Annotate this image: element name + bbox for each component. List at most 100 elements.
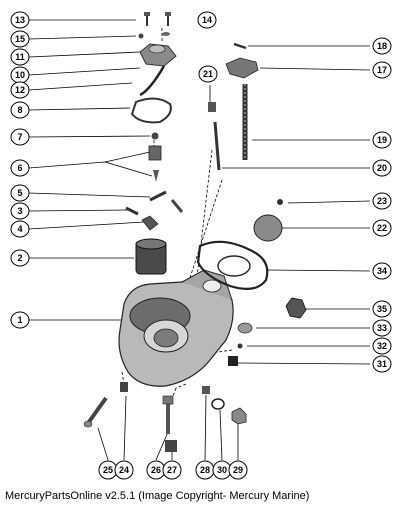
callout-20: 20 xyxy=(372,159,392,177)
callout-circle xyxy=(197,11,217,29)
callout-circle xyxy=(372,159,392,177)
callout-circle xyxy=(372,37,392,55)
callout-label: 13 xyxy=(15,15,25,25)
screw-13 xyxy=(144,12,150,26)
callout-label: 24 xyxy=(119,465,129,475)
callout-label: 31 xyxy=(377,359,387,369)
callout-label: 18 xyxy=(377,41,387,51)
callout-label: 35 xyxy=(377,304,387,314)
callout-28: 28 xyxy=(195,460,215,480)
callout-circle xyxy=(10,159,30,177)
callout-label: 23 xyxy=(377,196,387,206)
callout-13: 13 xyxy=(10,11,30,29)
callout-21: 21 xyxy=(198,65,218,83)
callout-label: 21 xyxy=(203,69,213,79)
copyright-notice: MercuryPartsOnline v2.5.1 (Image Copyrig… xyxy=(5,490,310,502)
callout-3: 3 xyxy=(10,202,30,220)
callout-circle xyxy=(10,101,30,119)
callout-31: 31 xyxy=(372,355,392,373)
callout-label: 4 xyxy=(17,224,22,234)
callout-label: 6 xyxy=(17,163,22,173)
callout-19: 19 xyxy=(372,131,392,149)
callout-26: 26 xyxy=(146,460,166,480)
callout-circle xyxy=(372,337,392,355)
callout-label: 15 xyxy=(15,34,25,44)
callout-circle xyxy=(10,81,30,99)
callout-label: 32 xyxy=(377,341,387,351)
callout-label: 34 xyxy=(377,266,387,276)
callout-18: 18 xyxy=(372,37,392,55)
callout-circle xyxy=(372,355,392,373)
callout-circle xyxy=(10,128,30,146)
screw-14 xyxy=(165,12,171,26)
callout-2: 2 xyxy=(10,249,30,267)
callout-label: 33 xyxy=(377,323,387,333)
callout-circle xyxy=(10,184,30,202)
callout-label: 25 xyxy=(103,465,113,475)
callout-label: 29 xyxy=(233,465,243,475)
callout-12: 12 xyxy=(10,81,30,99)
callout-circle xyxy=(10,249,30,267)
callout-circle xyxy=(10,311,30,329)
callout-circle xyxy=(372,131,392,149)
callout-circle xyxy=(10,11,30,29)
callout-label: 1 xyxy=(17,315,22,325)
callout-5: 5 xyxy=(10,184,30,202)
callout-label: 22 xyxy=(377,223,387,233)
callout-14: 14 xyxy=(197,11,217,29)
callout-label: 20 xyxy=(377,163,387,173)
callout-circle xyxy=(10,48,30,66)
callout-8: 8 xyxy=(10,101,30,119)
callout-35: 35 xyxy=(372,300,392,318)
callout-circle xyxy=(228,460,248,480)
callout-label: 11 xyxy=(15,52,25,62)
callout-circle xyxy=(10,202,30,220)
callout-23: 23 xyxy=(372,192,392,210)
callout-label: 5 xyxy=(17,188,22,198)
callout-27: 27 xyxy=(162,460,182,480)
callout-10: 10 xyxy=(10,66,30,84)
callout-label: 28 xyxy=(200,465,210,475)
callout-label: 8 xyxy=(17,105,22,115)
callout-label: 7 xyxy=(17,132,22,142)
leader-lines xyxy=(28,19,371,461)
callout-circle xyxy=(162,460,182,480)
callout-30: 30 xyxy=(212,460,232,480)
callout-circle xyxy=(372,219,392,237)
callout-24: 24 xyxy=(114,460,134,480)
callout-label: 26 xyxy=(151,465,161,475)
callout-label: 19 xyxy=(377,135,387,145)
callout-label: 14 xyxy=(202,15,212,25)
callout-circle xyxy=(198,65,218,83)
callout-circle xyxy=(372,192,392,210)
callout-4: 4 xyxy=(10,220,30,238)
callout-label: 30 xyxy=(217,465,227,475)
callout-label: 17 xyxy=(377,65,387,75)
callout-label: 12 xyxy=(15,85,25,95)
callout-29: 29 xyxy=(228,460,248,480)
callout-34: 34 xyxy=(372,262,392,280)
callout-32: 32 xyxy=(372,337,392,355)
callout-circle xyxy=(372,319,392,337)
callout-circle xyxy=(372,262,392,280)
callout-25: 25 xyxy=(98,460,118,480)
callout-circle xyxy=(10,30,30,48)
callout-15: 15 xyxy=(10,30,30,48)
callout-label: 3 xyxy=(17,206,22,216)
callout-22: 22 xyxy=(372,219,392,237)
callout-circle xyxy=(10,220,30,238)
carburetor-parts xyxy=(83,12,307,452)
callout-circle xyxy=(372,300,392,318)
callout-33: 33 xyxy=(372,319,392,337)
callout-1: 1 xyxy=(10,311,30,329)
callout-label: 27 xyxy=(167,465,177,475)
callout-6: 6 xyxy=(10,159,30,177)
callout-7: 7 xyxy=(10,128,30,146)
callout-label: 10 xyxy=(15,70,25,80)
callout-11: 11 xyxy=(10,48,30,66)
callout-circle xyxy=(114,460,134,480)
callout-17: 17 xyxy=(372,61,392,79)
callout-circle xyxy=(372,61,392,79)
